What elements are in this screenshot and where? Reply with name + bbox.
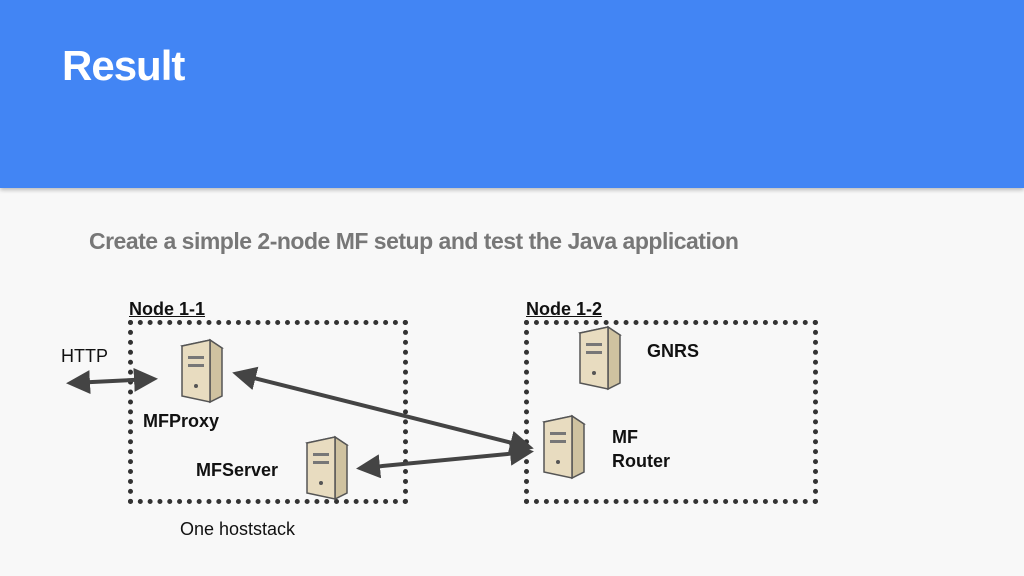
http-arrow: [66, 367, 158, 395]
mfproxy-server-icon: [180, 338, 224, 404]
http-label: HTTP: [61, 346, 108, 366]
mfproxy-label: MFProxy: [143, 411, 220, 431]
mfrouter-label-line2: Router: [612, 451, 670, 471]
slide-subtitle: Create a simple 2-node MF setup and test…: [89, 228, 739, 254]
mfrouter-server-icon: [542, 414, 586, 480]
mfserver-server-icon: [305, 435, 349, 501]
node-1-1-label: Node 1-1: [129, 299, 206, 319]
hoststack-label: One hoststack: [180, 519, 296, 539]
proxy-router-arrow: [232, 366, 534, 455]
node-1-2-label: Node 1-2: [526, 299, 603, 319]
mfserver-label: MFServer: [196, 460, 279, 480]
gnrs-label: GNRS: [647, 341, 700, 361]
slide-header: Result: [0, 0, 1024, 188]
slide-title: Result: [62, 42, 185, 89]
server-router-arrow: [356, 441, 534, 479]
gnrs-server-icon: [578, 325, 622, 391]
mfrouter-label-line1: MF: [612, 427, 638, 447]
